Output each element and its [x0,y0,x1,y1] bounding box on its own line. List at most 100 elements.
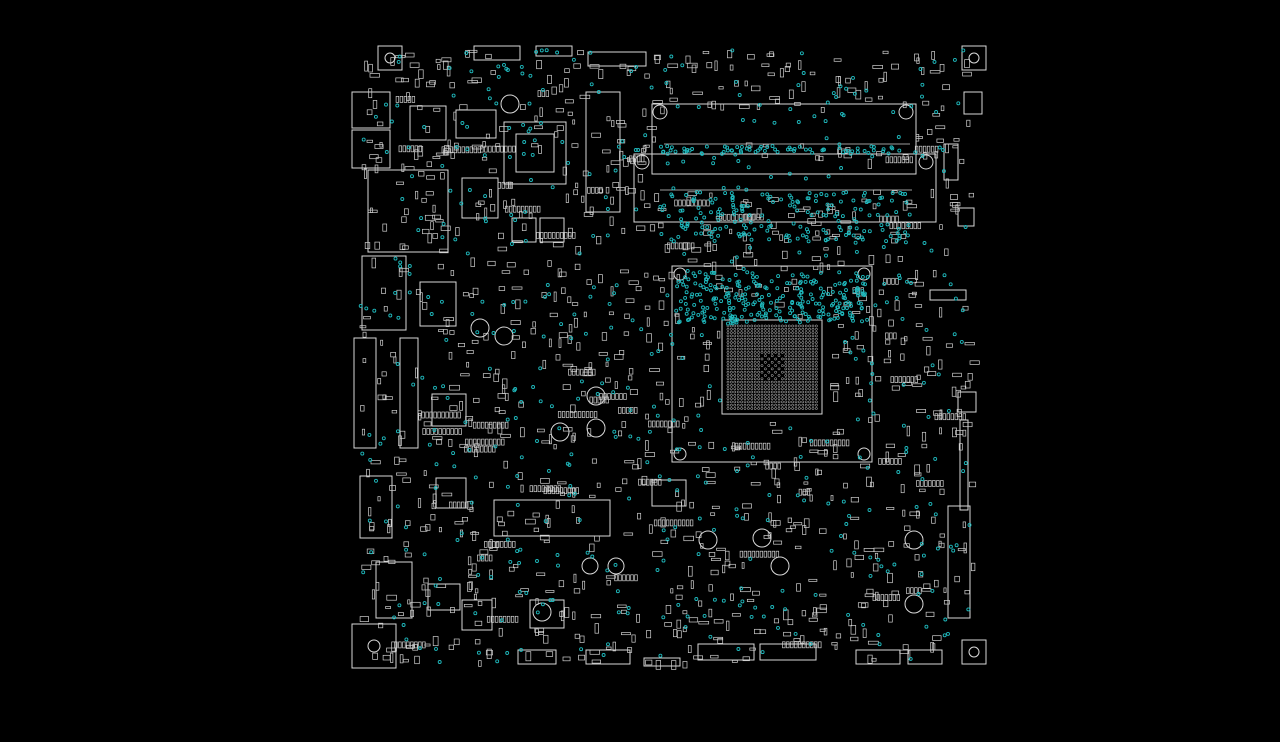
smd-pad [707,101,712,108]
smd-pad [371,257,376,269]
smd-pad [703,364,709,372]
smd-pad [382,223,388,232]
smd-pad [921,443,928,449]
smd-pad [945,143,949,154]
bga-ball [804,393,808,397]
bga-ball [794,374,798,377]
via [521,151,526,156]
resistor-pack-pad [924,480,928,487]
via [441,384,446,389]
bga-ball [815,367,818,371]
smd-pad [377,378,382,385]
via [534,49,539,54]
smd-pad [401,77,409,83]
bga-ball [801,407,805,410]
via [727,278,732,282]
via [515,502,520,507]
bga-ball [811,341,815,344]
via [661,150,665,154]
resistor-pack-pad [641,155,645,163]
bga-ball [815,400,818,404]
bga-ball [801,327,805,331]
bga-ball [770,331,774,334]
bga-ball [726,357,730,361]
via [854,249,859,254]
via [797,250,802,255]
via [665,537,670,542]
smd-pad [636,225,646,231]
via [834,95,839,99]
via [821,212,826,217]
bga-ball [733,390,737,394]
smd-pad [581,390,586,397]
smd-pad [883,600,889,608]
bga-ball [757,344,760,348]
bga-ball [798,407,801,410]
smd-pad [909,511,920,517]
via [861,193,866,198]
via [550,598,555,602]
smd-pad [622,478,628,485]
via [930,588,935,593]
smd-pad [960,385,967,390]
via [752,300,757,305]
smd-pad [426,175,435,180]
via [778,316,783,320]
via [699,220,704,225]
smd-pad [695,402,702,408]
smd-pad [624,460,635,464]
via [933,512,938,517]
resistor-pack-pad [465,501,469,509]
smd-pad [646,126,657,130]
via [897,148,902,153]
smd-pad [498,410,506,414]
resistor-pack-pad [512,541,516,548]
via [576,396,581,401]
resistor-pack-pad [493,438,497,446]
via [407,264,412,268]
via [900,191,905,196]
bga-ball [733,354,737,358]
via [671,418,676,423]
resistor-pack-pad [481,438,485,446]
via [433,385,437,390]
bga-ball [757,324,760,328]
smd-pad [368,88,373,99]
resistor-pack-pad [603,393,607,400]
smd-pad [589,494,596,499]
smd-pad [711,100,716,110]
bga-ball [733,384,737,387]
resistor-pack-pad [533,485,537,493]
bga-ball [794,347,798,351]
smd-pad [925,611,935,617]
resistor-pack-pad [488,541,492,548]
smd-pad [777,494,781,504]
smd-pad [653,275,659,281]
via [724,285,729,290]
via [628,434,633,439]
bga-ball [808,364,811,367]
bga-ball [777,384,781,387]
smd-pad [520,484,524,493]
bga-ball [811,334,815,338]
bga-ball [801,364,805,367]
smd-pad [440,172,445,180]
bga-ball [794,400,798,404]
bga-ball [774,400,777,404]
via [395,504,400,509]
smd-pad [419,292,423,302]
via [733,152,738,157]
smd-pad [485,650,493,656]
via [487,366,492,371]
smd-pad [359,616,369,622]
smd-pad [459,104,468,111]
bga-ball [791,334,794,338]
smd-pad [935,125,946,130]
bga-ball [787,360,791,364]
via [358,303,363,308]
via [467,188,472,192]
smd-pad [906,425,910,437]
smd-pad [625,298,635,303]
